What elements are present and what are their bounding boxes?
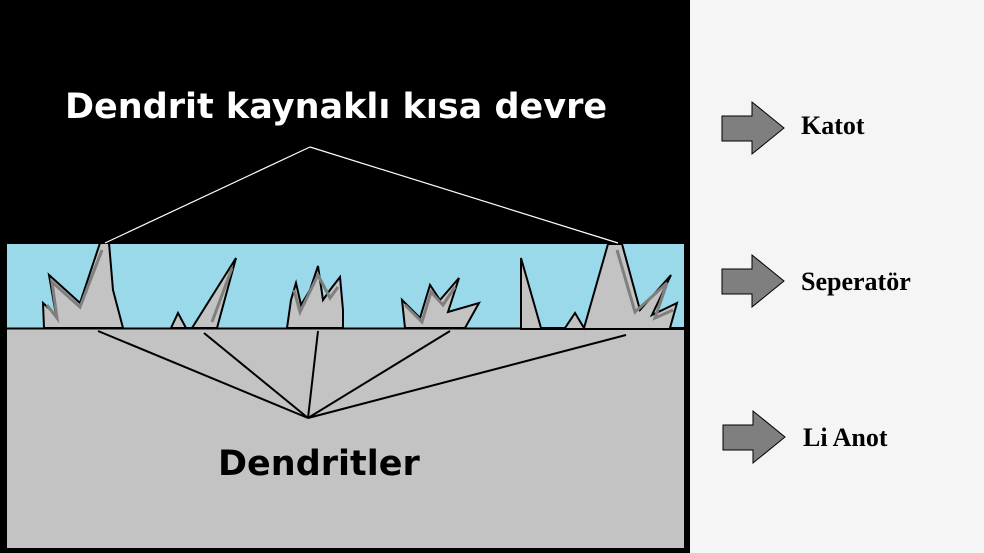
dendrite-shading <box>45 249 674 325</box>
legend-label: Katot <box>801 111 865 140</box>
arrow-right-icon <box>722 409 786 465</box>
anode-layer <box>7 329 684 548</box>
short-circuit-label: Dendrit kaynaklı kısa devre <box>65 87 607 127</box>
legend-separator: Seperatör <box>721 253 911 309</box>
short-circuit-pointer-lines <box>104 146 619 244</box>
legend-anode: Li Anot <box>722 409 888 465</box>
dendrite <box>169 257 237 329</box>
dendrites-label: Dendritler <box>218 444 420 484</box>
legend-cathode: Katot <box>721 100 865 156</box>
legend-label: Seperatör <box>801 267 911 296</box>
arrow-right-icon <box>721 253 785 309</box>
arrow-right-icon <box>721 100 785 156</box>
legend-label: Li Anot <box>803 423 888 452</box>
dendrite-pointer-lines <box>97 330 627 419</box>
